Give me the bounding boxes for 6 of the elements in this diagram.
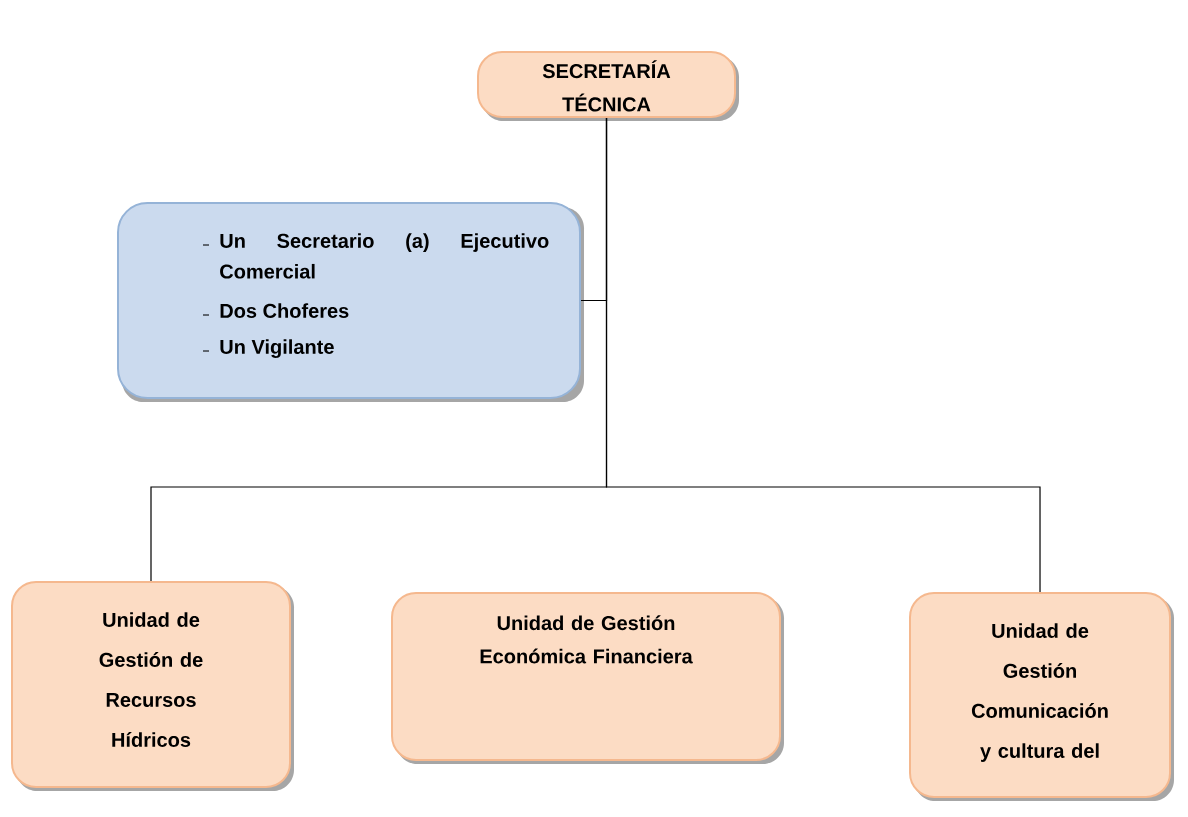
unit-box: Unidad de Gestión Comunicación y cultura del [909,592,1174,801]
staff-box: Un Secretario (a) Ejecutivo Comercial Dos Choferes Un Vigilante [117,202,584,402]
unit-box: Unidad de Gestión Económica Financiera [391,592,784,764]
title-box: SECRETARÍA TÉCNICA [477,51,739,121]
connector-line [605,117,1041,593]
unit-box: Unidad de Gestión de Recursos Hídricos [11,581,294,791]
